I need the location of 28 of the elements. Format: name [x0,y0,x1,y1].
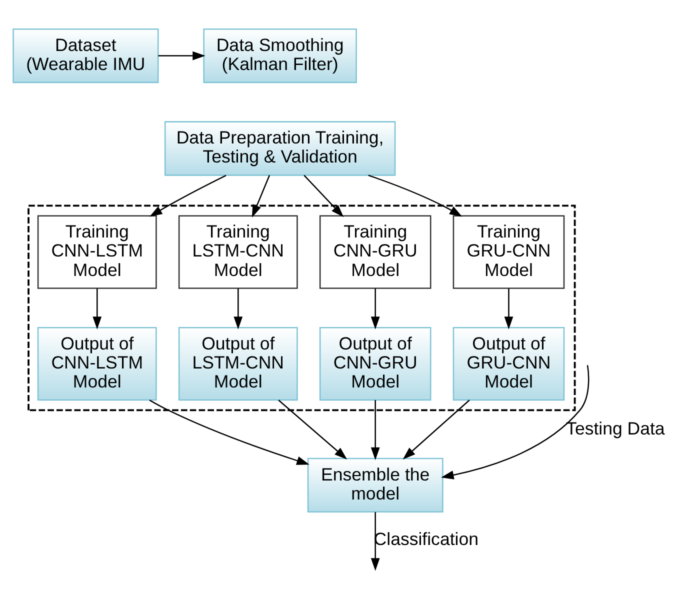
arrow [304,174,344,218]
node-box: Training LSTM-CNN Model [178,215,298,289]
arrow [150,174,226,217]
node-box: Output of GRU-CNN Model [452,327,565,401]
arrow [370,400,380,460]
node-box: Output of CNN-LSTM Model [37,327,157,401]
node-box: Ensemble the model [307,458,444,512]
node-box: Data Smoothing (Kalman Filter) [203,28,357,84]
arrow [92,288,102,330]
edge-label: Testing Data [566,418,665,439]
node-box: Output of CNN-GRU Model [319,327,432,401]
arrow [504,288,514,330]
arrow [252,175,270,218]
node-box: Output of LSTM-CNN Model [178,327,298,401]
node-box: Dataset (Wearable IMU [12,28,159,84]
arrow [441,365,590,480]
arrow [370,512,380,571]
arrow [149,400,310,465]
node-box: Data Preparation Training, Testing & Validation [164,121,396,176]
node-box: Training CNN-GRU Model [319,215,432,289]
arrow [278,400,348,460]
arrow [402,400,470,460]
arrow [370,288,380,330]
node-box: Training CNN-LSTM Model [37,215,157,289]
node-box: Training GRU-CNN Model [452,215,565,289]
arrow [234,288,243,330]
arrow [158,51,206,60]
arrow [368,174,462,217]
